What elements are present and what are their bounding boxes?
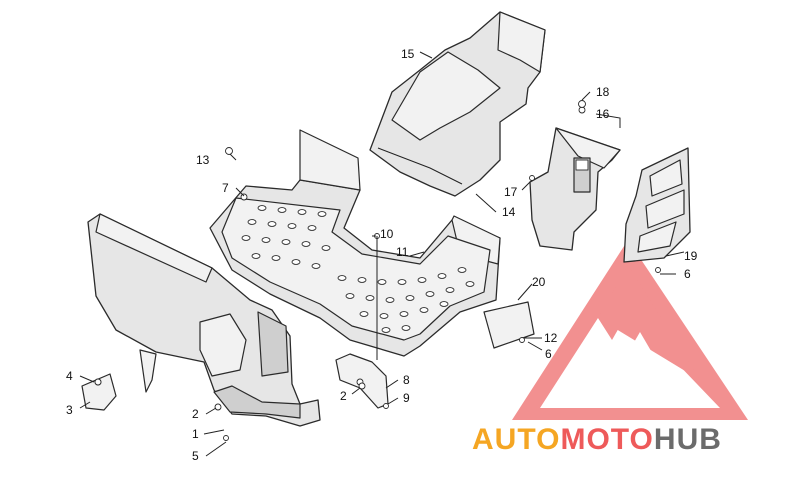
callout-5: 5 xyxy=(192,449,199,463)
watermark-moto: MOTO xyxy=(560,423,653,456)
callout-7: 7 xyxy=(222,181,229,195)
svg-text:AUTOMOTOHUB: AUTOMOTOHUB xyxy=(472,423,722,456)
floor-holes xyxy=(241,205,475,333)
part-16-side-bracket xyxy=(529,106,621,251)
callout-6b: 6 xyxy=(545,347,552,361)
callout-15: 15 xyxy=(401,47,415,61)
callout-18: 18 xyxy=(596,85,610,99)
callout-12: 12 xyxy=(544,331,558,345)
callout-9: 9 xyxy=(403,391,410,405)
callout-3: 3 xyxy=(66,403,73,417)
watermark-hub: HUB xyxy=(654,423,722,456)
part-15-upper-cover xyxy=(369,11,546,197)
part-12-plate xyxy=(483,301,535,349)
watermark-text: AUTOMOTOHUB xyxy=(472,423,722,456)
callout-13: 13 xyxy=(196,153,210,167)
callout-10: 10 xyxy=(380,227,394,241)
part-19-side-panel xyxy=(623,147,691,263)
part-11-floor-tray xyxy=(209,129,501,357)
callout-16: 16 xyxy=(596,107,610,121)
callout-2b: 2 xyxy=(340,389,347,403)
watermark-auto: AUTO xyxy=(472,423,560,456)
callout-6a: 6 xyxy=(684,267,691,281)
fasteners xyxy=(94,100,661,441)
callout-14: 14 xyxy=(502,205,516,219)
callout-2a: 2 xyxy=(192,407,199,421)
part-1-front-panel xyxy=(87,213,321,427)
leader-lines xyxy=(79,51,685,457)
callout-1: 1 xyxy=(192,427,199,441)
callout-20: 20 xyxy=(532,275,546,289)
watermark-logo xyxy=(512,240,748,420)
callouts: 15 14 18 16 17 19 6 13 7 10 11 20 12 6 4… xyxy=(66,47,698,463)
callout-17: 17 xyxy=(504,185,518,199)
callout-4: 4 xyxy=(66,369,73,383)
callout-19: 19 xyxy=(684,249,698,263)
callout-8: 8 xyxy=(403,373,410,387)
callout-11: 11 xyxy=(396,245,409,259)
